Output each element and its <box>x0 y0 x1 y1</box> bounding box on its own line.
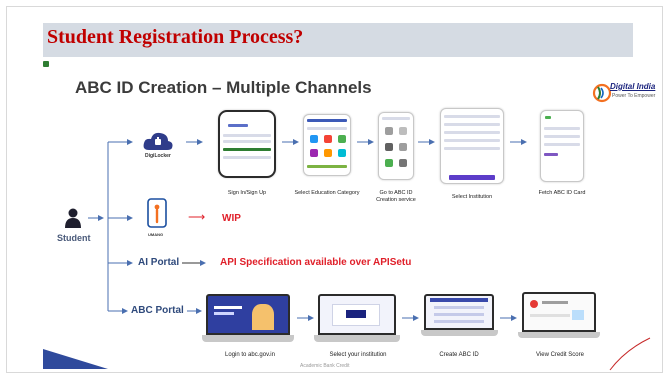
abc-step-label-2: Select your institution <box>329 352 387 358</box>
student-label: Student <box>57 233 91 243</box>
digilocker-caption: DigiLocker <box>145 153 171 159</box>
umang-app-icon <box>147 198 167 228</box>
abc-portal-label: ABC Portal <box>131 305 184 316</box>
abc-credit-score-laptop-screenshot <box>518 292 600 338</box>
step-label-2: Select Education Category <box>294 190 360 196</box>
step-label-4: Select Institution <box>451 194 493 200</box>
abc-step-label-4: View Credit Score <box>536 352 584 358</box>
abc-step-label-3: Create ABC ID <box>439 352 479 358</box>
step-fetch-abc-card-screenshot <box>540 110 584 182</box>
footer-caption: Academic Bank Credit <box>300 363 350 369</box>
student-person-icon <box>65 208 81 228</box>
umang-caption: UMANG <box>148 232 164 237</box>
step-label-5: Fetch ABC ID Card <box>538 190 586 196</box>
step-label-1: Sign In/Sign Up <box>227 190 267 196</box>
step-label-3: Go to ABC ID Creation service <box>376 190 416 204</box>
slide-title: Student Registration Process? <box>47 26 304 48</box>
umang-status-arrow-icon: ⟶ <box>188 210 206 224</box>
abc-select-institution-laptop-screenshot <box>314 294 400 342</box>
abc-create-id-laptop-screenshot <box>420 294 498 336</box>
bullet-marker-icon <box>43 61 49 67</box>
umang-status: WIP <box>222 213 241 224</box>
digital-india-logo-text: Digital India <box>610 82 656 91</box>
decorative-band <box>43 349 108 369</box>
slide-subtitle: ABC ID Creation – Multiple Channels <box>75 78 372 97</box>
title-band <box>43 23 633 57</box>
ai-portal-label: AI Portal <box>138 257 180 268</box>
step-abc-creation-service-screenshot <box>378 112 414 180</box>
step-select-institution-screenshot <box>440 108 504 184</box>
digital-india-tagline: Power To Empower <box>612 93 656 99</box>
abc-step-label-1: Login to abc.gov.in <box>225 352 275 358</box>
step-education-category-screenshot <box>303 114 351 176</box>
ai-portal-status: API Specification available over APISetu <box>220 257 412 268</box>
abc-login-laptop-screenshot <box>201 294 295 342</box>
digital-india-logo-icon <box>592 83 612 103</box>
step-signin-screenshot <box>218 110 276 178</box>
digilocker-cloud-icon <box>143 132 173 150</box>
